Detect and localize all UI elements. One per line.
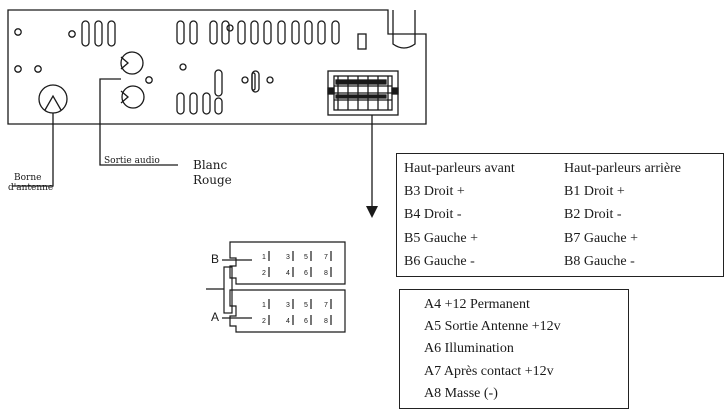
- pin-number: 1: [262, 302, 266, 309]
- power-row: A4 +12 Permanent: [424, 297, 530, 312]
- pin-number: 3: [286, 302, 290, 309]
- pin-number: 6: [304, 270, 308, 277]
- speaker-rear-row: B7 Gauche +: [564, 231, 638, 246]
- power-table: A4 +12 Permanent A5 Sortie Antenne +12v …: [399, 289, 629, 409]
- pin-number: 7: [324, 254, 328, 261]
- pin-number: 4: [286, 318, 290, 325]
- pin-number: 8: [324, 270, 328, 277]
- chassis-notch: [392, 10, 416, 49]
- speaker-rear-row: B2 Droit -: [564, 207, 622, 222]
- radio-chassis: [7, 9, 427, 125]
- down-arrow-icon: [366, 206, 378, 218]
- white-label: Blanc: [193, 158, 228, 172]
- audio-out-label: Sortie audio: [104, 156, 160, 166]
- connector-b-label: B: [211, 252, 220, 266]
- rear-header: Haut-parleurs arrière: [564, 161, 681, 176]
- speaker-front-row: B4 Droit -: [404, 207, 462, 222]
- connector-a-label: A: [211, 310, 220, 324]
- power-row: A5 Sortie Antenne +12v: [424, 319, 561, 334]
- pin-number: 2: [262, 270, 266, 277]
- pin-number: 5: [304, 254, 308, 261]
- power-row: A7 Après contact +12v: [424, 364, 554, 379]
- front-header: Haut-parleurs avant: [404, 161, 515, 176]
- speaker-table: Haut-parleurs avant Haut-parleurs arrièr…: [396, 153, 724, 277]
- pin-number: 8: [324, 318, 328, 325]
- pin-number: 7: [324, 302, 328, 309]
- antenna-jack-icon: [38, 84, 68, 114]
- antenna-label-line1: Borne: [14, 173, 42, 183]
- speaker-front-row: B6 Gauche -: [404, 254, 475, 269]
- iso-connector-chassis: [327, 70, 399, 116]
- red-label: Rouge: [193, 173, 232, 187]
- pin-number: 3: [286, 254, 290, 261]
- pin-number: 4: [286, 270, 290, 277]
- power-row: A6 Illumination: [424, 341, 514, 356]
- pin-number: 2: [262, 318, 266, 325]
- speaker-front-row: B5 Gauche +: [404, 231, 478, 246]
- pin-number: 5: [304, 302, 308, 309]
- speaker-front-row: B3 Droit +: [404, 184, 465, 199]
- speaker-rear-row: B1 Droit +: [564, 184, 625, 199]
- speaker-rear-row: B8 Gauche -: [564, 254, 635, 269]
- rca-white-icon: [120, 51, 144, 75]
- iso-connector-detail: [206, 241, 346, 333]
- power-row: A8 Masse (-): [424, 386, 498, 401]
- pin-number: 1: [262, 254, 266, 261]
- rca-red-icon: [121, 85, 145, 109]
- pin-number: 6: [304, 318, 308, 325]
- antenna-label-line2: d'antenne: [8, 183, 54, 193]
